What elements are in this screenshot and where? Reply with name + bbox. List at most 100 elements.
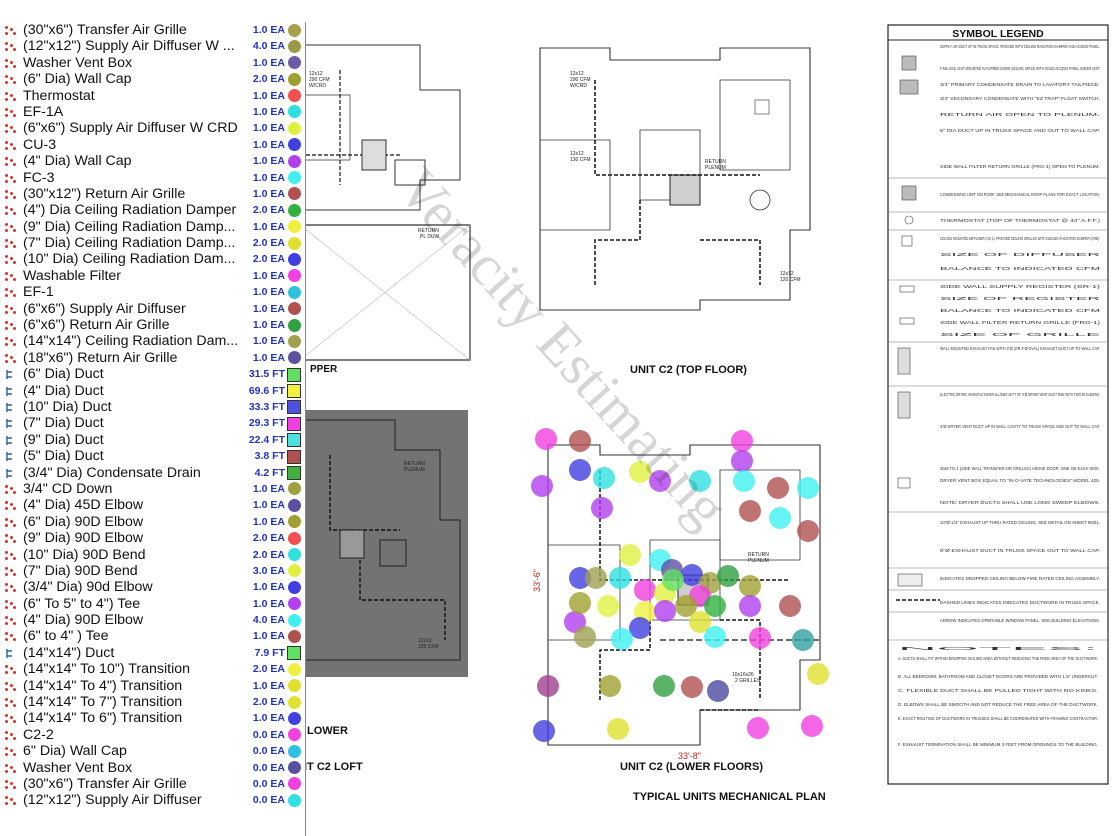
takeoff-marker[interactable] [807, 663, 829, 685]
takeoff-markers[interactable] [531, 428, 829, 742]
takeoff-row[interactable]: (9" Dia) Ceiling Radiation Damp...1.0 EA [0, 219, 305, 235]
color-swatch[interactable] [288, 777, 301, 791]
color-swatch[interactable] [287, 400, 301, 415]
color-swatch[interactable] [288, 531, 301, 545]
color-swatch[interactable] [288, 72, 301, 86]
takeoff-marker[interactable] [739, 500, 761, 522]
color-swatch[interactable] [288, 564, 301, 578]
color-swatch[interactable] [288, 105, 301, 119]
takeoff-marker[interactable] [747, 717, 769, 739]
color-swatch[interactable] [288, 187, 301, 201]
color-swatch[interactable] [288, 236, 301, 250]
takeoff-marker[interactable] [597, 595, 619, 617]
color-swatch[interactable] [288, 121, 301, 135]
takeoff-marker[interactable] [619, 544, 641, 566]
color-swatch[interactable] [288, 269, 301, 283]
takeoff-marker[interactable] [731, 430, 753, 452]
takeoff-marker[interactable] [792, 629, 814, 651]
color-swatch[interactable] [288, 711, 301, 725]
color-swatch[interactable] [288, 662, 301, 676]
color-swatch[interactable] [288, 695, 301, 709]
takeoff-marker[interactable] [749, 627, 771, 649]
color-swatch[interactable] [288, 679, 301, 693]
takeoff-marker[interactable] [585, 567, 607, 589]
color-swatch[interactable] [288, 793, 301, 807]
color-swatch[interactable] [287, 466, 301, 481]
color-swatch[interactable] [288, 629, 301, 643]
color-swatch[interactable] [288, 482, 301, 496]
takeoff-marker[interactable] [634, 579, 656, 601]
color-swatch[interactable] [288, 138, 301, 152]
color-swatch[interactable] [288, 761, 301, 775]
takeoff-marker[interactable] [649, 470, 671, 492]
takeoff-marker[interactable] [769, 507, 791, 529]
color-swatch[interactable] [287, 416, 301, 431]
color-swatch[interactable] [287, 433, 301, 448]
takeoff-marker[interactable] [591, 497, 613, 519]
takeoff-marker[interactable] [681, 676, 703, 698]
takeoff-marker[interactable] [704, 626, 726, 648]
color-swatch[interactable] [287, 384, 301, 399]
takeoff-marker[interactable] [609, 567, 631, 589]
color-swatch[interactable] [287, 646, 301, 661]
color-swatch[interactable] [288, 580, 301, 594]
takeoff-marker[interactable] [629, 617, 651, 639]
color-swatch[interactable] [288, 252, 301, 266]
takeoff-marker[interactable] [574, 626, 596, 648]
takeoff-marker[interactable] [569, 592, 591, 614]
color-swatch[interactable] [288, 515, 301, 529]
takeoff-marker[interactable] [689, 470, 711, 492]
color-swatch[interactable] [288, 39, 301, 53]
color-swatch[interactable] [288, 597, 301, 611]
takeoff-marker[interactable] [733, 470, 755, 492]
color-swatch[interactable] [288, 548, 301, 561]
color-swatch[interactable] [288, 154, 301, 168]
takeoff-marker[interactable] [739, 575, 761, 597]
takeoff-marker[interactable] [607, 718, 629, 740]
takeoff-marker[interactable] [535, 428, 557, 450]
takeoff-marker[interactable] [593, 467, 615, 489]
takeoff-marker[interactable] [801, 715, 823, 737]
color-swatch[interactable] [288, 351, 301, 365]
color-swatch[interactable] [288, 171, 301, 185]
color-swatch[interactable] [288, 89, 301, 103]
takeoff-marker[interactable] [779, 595, 801, 617]
color-swatch[interactable] [288, 285, 301, 299]
takeoff-marker[interactable] [569, 459, 591, 481]
takeoff-marker[interactable] [653, 675, 675, 697]
color-swatch[interactable] [288, 334, 301, 348]
color-swatch[interactable] [288, 744, 301, 758]
takeoff-marker[interactable] [689, 611, 711, 633]
